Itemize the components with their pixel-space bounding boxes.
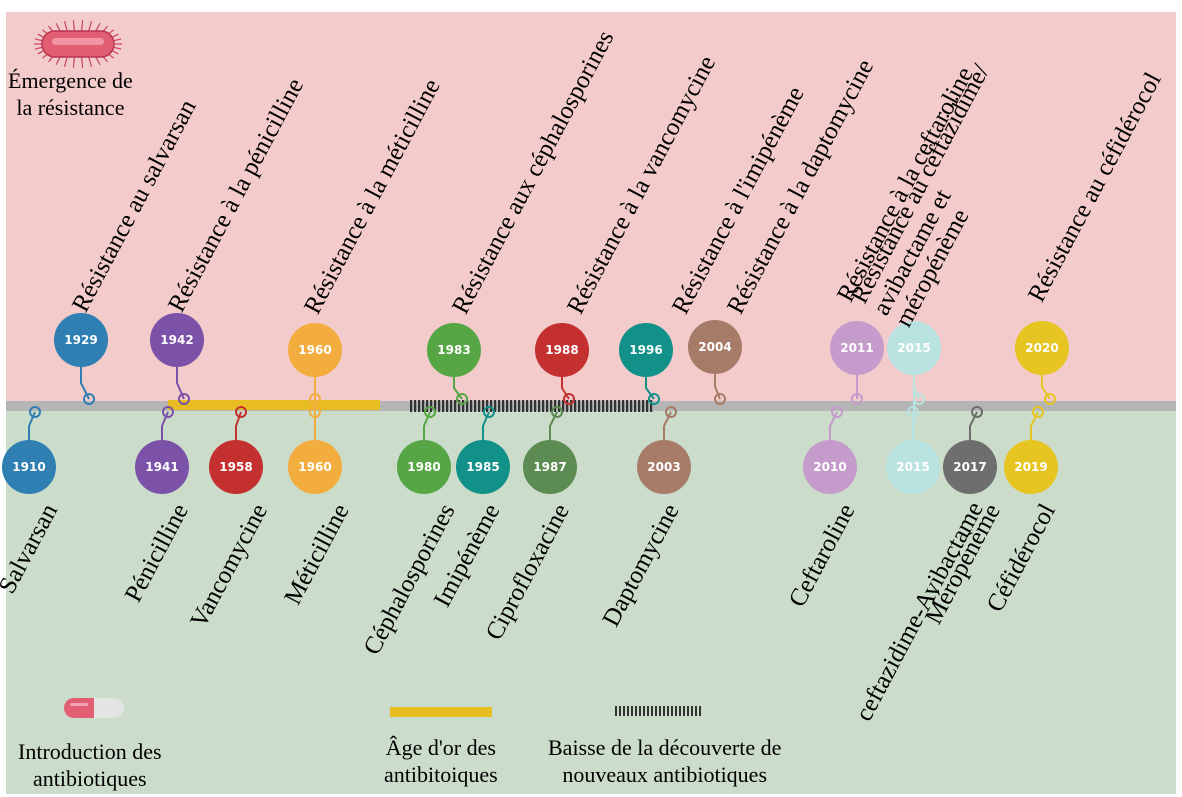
decline-legend-swatch [615,706,701,716]
resistance-marker-2015 [913,393,925,405]
introduction-marker-1960 [309,406,321,418]
introduction-year-2010: 2010 [813,460,846,474]
introduction-circle-1960 [288,440,342,494]
resistance-circle-1929 [54,313,108,367]
introduction-legend-label: Introduction des antibiotiques [18,739,162,791]
resistance-circle-1942 [150,313,204,367]
introduction-year-1958: 1958 [219,460,252,474]
introduction-marker-1941 [162,406,174,418]
resistance-marker-1988 [563,393,575,405]
resistance-marker-2011 [851,393,863,405]
resistance-legend-label: Émergence de la résistance [8,68,133,120]
introduction-circle-1910 [2,440,56,494]
introduction-circle-1958 [209,440,263,494]
introduction-marker-1987 [551,406,563,418]
introduction-year-1960: 1960 [298,460,331,474]
introduction-circle-1987 [523,440,577,494]
introduction-circle-1980 [397,440,451,494]
bacterium-icon [34,20,122,68]
resistance-circle-2011 [830,321,884,375]
introduction-circle-2003 [637,440,691,494]
resistance-circle-2015 [887,321,941,375]
introduction-marker-1958 [235,406,247,418]
introduction-marker-1980 [424,406,436,418]
resistance-year-1960: 1960 [298,343,331,357]
golden-age-legend-swatch [390,707,492,717]
introduction-marker-2010 [831,406,843,418]
resistance-year-1996: 1996 [629,343,662,357]
event-circles: 1929 1942 1960 1983 1988 1996 2004 2011 2015 2020… [2,313,1069,494]
introduction-marker-1985 [483,406,495,418]
resistance-year-2011: 2011 [840,341,873,355]
resistance-marker-1929 [83,393,95,405]
resistance-circle-1996 [619,323,673,377]
introduction-circle-2017 [943,440,997,494]
resistance-circle-1960 [288,323,342,377]
resistance-circle-2004 [688,320,742,374]
introduction-year-2015: 2015 [896,460,929,474]
introduction-marker-1910 [29,406,41,418]
introduction-circle-2010 [803,440,857,494]
introduction-year-2019: 2019 [1014,460,1047,474]
resistance-year-2020: 2020 [1025,341,1058,355]
resistance-marker-1996 [648,393,660,405]
introduction-year-1987: 1987 [533,460,566,474]
introduction-year-1980: 1980 [407,460,440,474]
golden-age-legend-label: Âge d'or des antibitoiques [384,735,498,787]
introduction-year-1941: 1941 [145,460,178,474]
introduction-circle-2015 [886,440,940,494]
resistance-marker-2020 [1044,393,1056,405]
resistance-circle-2020 [1015,321,1069,375]
introduction-marker-2015 [907,406,919,418]
resistance-year-2015: 2015 [897,341,930,355]
golden-age-bar [168,400,380,410]
introduction-circle-1985 [456,440,510,494]
introduction-circle-1941 [135,440,189,494]
introduction-year-1985: 1985 [466,460,499,474]
resistance-year-1929: 1929 [64,333,97,347]
introduction-marker-2003 [665,406,677,418]
resistance-year-1983: 1983 [437,343,470,357]
introduction-circle-2019 [1004,440,1058,494]
introduction-marker-2017 [971,406,983,418]
capsule-icon [64,698,124,718]
resistance-year-1942: 1942 [160,333,193,347]
event-stems [28,367,1056,444]
introduction-year-1910: 1910 [12,460,45,474]
decline-hatch-bar [410,400,653,412]
decline-legend-label: Baisse de la découverte de nouveaux anti… [548,735,782,787]
resistance-year-1988: 1988 [545,343,578,357]
resistance-year-2004: 2004 [698,340,731,354]
introduction-year-2003: 2003 [647,460,680,474]
resistance-marker-2004 [714,393,726,405]
resistance-marker-1983 [456,393,468,405]
resistance-marker-1942 [178,393,190,405]
introduction-marker-2019 [1032,406,1044,418]
introduction-year-2017: 2017 [953,460,986,474]
resistance-circle-1988 [535,323,589,377]
resistance-circle-1983 [427,323,481,377]
